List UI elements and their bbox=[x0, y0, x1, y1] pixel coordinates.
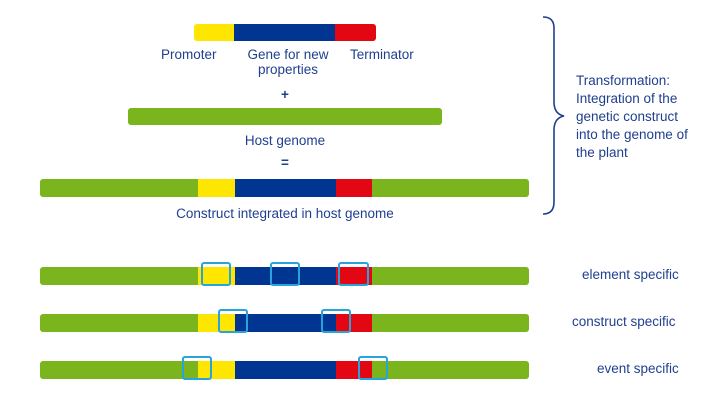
detection-box-left-border bbox=[182, 356, 212, 380]
host-left-segment bbox=[40, 361, 198, 379]
transformation-line-1: Transformation: bbox=[576, 73, 671, 88]
host-genome-label: Host genome bbox=[244, 133, 326, 148]
event-specific-label: event specific bbox=[597, 361, 679, 376]
transformation-line-3: genetic construct bbox=[576, 109, 679, 124]
promoter-label: Promoter bbox=[161, 47, 217, 62]
gene-label-line2: properties bbox=[257, 62, 319, 77]
gene-segment bbox=[234, 24, 335, 41]
plus-sign: + bbox=[281, 87, 289, 102]
host-left-segment bbox=[40, 179, 198, 197]
detection-box-gene bbox=[270, 262, 300, 286]
detection-box-gene-terminator-junction bbox=[321, 309, 351, 333]
detection-box-right-border bbox=[358, 356, 388, 380]
gene-segment bbox=[235, 361, 336, 379]
transformation-text: Transformation: Integration of the genet… bbox=[576, 72, 688, 162]
host-right-segment bbox=[372, 179, 529, 197]
equals-sign: = bbox=[281, 155, 289, 170]
terminator-segment bbox=[336, 267, 372, 285]
event-specific-bar bbox=[40, 356, 529, 380]
construct-specific-label: construct specific bbox=[572, 314, 676, 329]
host-genome-bar bbox=[128, 108, 442, 125]
gene-segment bbox=[235, 267, 336, 285]
host-right-segment bbox=[372, 314, 529, 332]
transformation-line-2: Integration of the bbox=[576, 91, 678, 106]
promoter-segment bbox=[194, 24, 234, 41]
gene-segment bbox=[235, 314, 336, 332]
terminator-segment bbox=[336, 179, 372, 197]
integrated-label: Construct integrated in host genome bbox=[176, 206, 394, 221]
integrated-bar bbox=[40, 179, 529, 197]
brace-icon bbox=[542, 16, 565, 215]
promoter-segment bbox=[198, 179, 235, 197]
detection-box-terminator bbox=[338, 262, 369, 286]
host-left-segment bbox=[40, 267, 198, 285]
host-left-segment bbox=[40, 314, 198, 332]
gene-label: Gene for new properties bbox=[232, 47, 344, 77]
gene-segment bbox=[235, 179, 336, 197]
terminator-segment bbox=[336, 314, 372, 332]
transformation-line-5: the plant bbox=[576, 145, 628, 160]
terminator-label: Terminator bbox=[350, 47, 414, 62]
element-specific-bar bbox=[40, 262, 529, 286]
detection-box-promoter bbox=[201, 262, 231, 286]
element-specific-label: element specific bbox=[582, 267, 679, 282]
detection-box-promoter-gene-junction bbox=[218, 309, 248, 333]
transformation-line-4: into the genome of bbox=[576, 127, 688, 142]
construct-specific-bar bbox=[40, 309, 529, 333]
terminator-segment bbox=[335, 24, 376, 41]
promoter-segment bbox=[198, 314, 235, 332]
host-right-segment bbox=[372, 267, 529, 285]
promoter-segment bbox=[198, 361, 235, 379]
promoter-segment bbox=[198, 267, 235, 285]
construct-bar bbox=[194, 24, 376, 41]
gene-label-line1: Gene for new bbox=[247, 47, 329, 62]
terminator-segment bbox=[336, 361, 372, 379]
host-right-segment bbox=[372, 361, 529, 379]
